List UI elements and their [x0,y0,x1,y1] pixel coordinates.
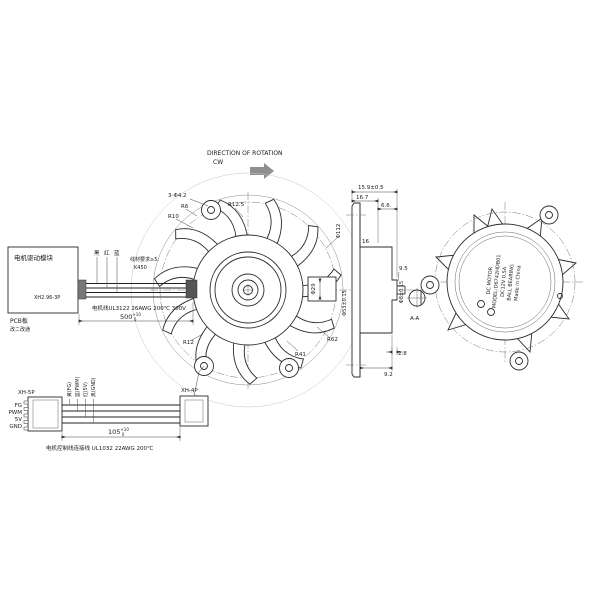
shaft-boss [307,276,337,302]
dim-2-8: 2.8 [398,351,407,357]
dim-r12: R12 [183,340,194,346]
wire-red-5v-label: 红(5V) [82,382,89,397]
control-harness: XH-5P XH-4P FG PWM 5V GND 黄(FG) 蓝( [8,365,209,452]
terminal-hole [477,300,485,308]
dim-r6: R6 [181,204,189,210]
rear-housing-body [446,223,564,341]
pcb-box-label: 电机驱动模块 [14,253,54,262]
control-wire-spec: 电机控制线连接线 UL1032 22AWG 200℃ [46,444,153,452]
section-a-a: A-A [407,288,427,322]
pin-pwm-label: PWM [8,410,22,416]
front-view: 3-Φ4.2 R6 R10 R12.5 Φ29 Φ112 R62 R41 R12 [130,172,366,408]
dim-mounting-holes: 3-Φ4.2 [168,193,187,199]
cw-label: CW [213,159,223,166]
dim-6-6: 6.6 [381,203,390,209]
direction-of-rotation-label: DIRECTION OF ROTATION [207,150,283,157]
nameplate-line-2: MODEL:D6742HDB01 [492,254,503,308]
dim-16-7: 16.7 [356,195,369,201]
rear-mounting-lugs [420,205,559,371]
dim-r41: R41 [295,352,306,358]
wire-yellow-fg-label: 黄(FG) [66,382,73,397]
connector-xh296-label: XH2.96-3P [34,295,60,301]
pin-5v-label: 5V [15,417,22,423]
dim-9-5: 9.5 [399,266,408,272]
power-wire-spec: 电机线UL3122 26AWG 200℃ 300V [92,304,186,312]
rotation-title: DIRECTION OF ROTATION CW [207,150,283,179]
xh-5p-label: XH-5P [18,390,35,396]
dim-d29: Φ29 [311,283,317,295]
dim-pilot-dia: Φ53±0.15 [342,290,348,316]
dim-r12-5: R12.5 [228,202,245,208]
dim-9-2: 9.2 [384,372,393,378]
pin-fg-label: FG [15,403,22,409]
pin-gnd-label: GND [9,424,22,430]
bracket-profile [351,202,398,378]
wire-red-label: 红 [104,249,110,257]
wire-black-label: 黑 [94,250,100,257]
rear-view: DC MOTOR MODEL:D6742HDB01 DC12V 0.5A BAL… [420,205,577,371]
side-view: 15.9±0.5 16.7 6.6 16 9.5 Φ8±0.15 Φ53±0.1… [342,185,427,378]
pcb-connector [77,279,87,300]
front-view-leaders [175,198,338,352]
nameplate-line-1: DC MOTOR [486,266,494,295]
side-view-dims [351,189,403,371]
wire-black-gnd-label: 黑(GND) [91,377,97,397]
wire-requirement-line-1: 线材要求≥5: [130,256,159,263]
rotation-arrow-icon [250,163,274,179]
section-a-a-label: A-A [410,316,420,322]
nameplate-line-3: DC12V 0.5A [500,266,509,297]
dim-total-depth: 15.9±0.5 [358,185,384,191]
xh-5p-connector [27,396,63,432]
pcb-note-line-1: PCB板 [10,317,28,325]
dim-r10: R10 [168,214,179,220]
dim-16: 16 [362,239,369,245]
xh-4p-connector [179,395,209,427]
hub-circle [231,273,265,307]
nameplate-line-4: BALL BEARING [506,264,515,301]
motor-lead-connector [185,279,198,299]
wire-blue-label: 蓝 [114,249,120,257]
nameplate-line-5: Made in China [513,265,522,301]
drive-module: 电机驱动模块 XH2.96-3P PCB板 改二改通 黑 红 蓝 线材要求≥5:… [7,246,198,333]
wire-blue-pwm-label: 蓝(PWM) [74,377,81,397]
control-wires [62,404,180,424]
dim-d112: Φ112 [336,224,342,239]
wire-requirement-line-2: K450 [134,265,147,271]
xh-4p-label: XH-4P [181,388,198,394]
pcb-note-line-2: 改二改通 [10,326,30,333]
dim-shaft-dia: Φ8±0.15 [399,281,405,303]
terminal-hole [487,308,495,316]
motor-nameplate: DC MOTOR MODEL:D6742HDB01 DC12V 0.5A BAL… [486,254,523,308]
harness-to-motor-line [193,365,205,397]
xh-5p-pins [23,400,29,431]
power-wires [86,283,186,298]
dim-r62: R62 [327,337,338,343]
